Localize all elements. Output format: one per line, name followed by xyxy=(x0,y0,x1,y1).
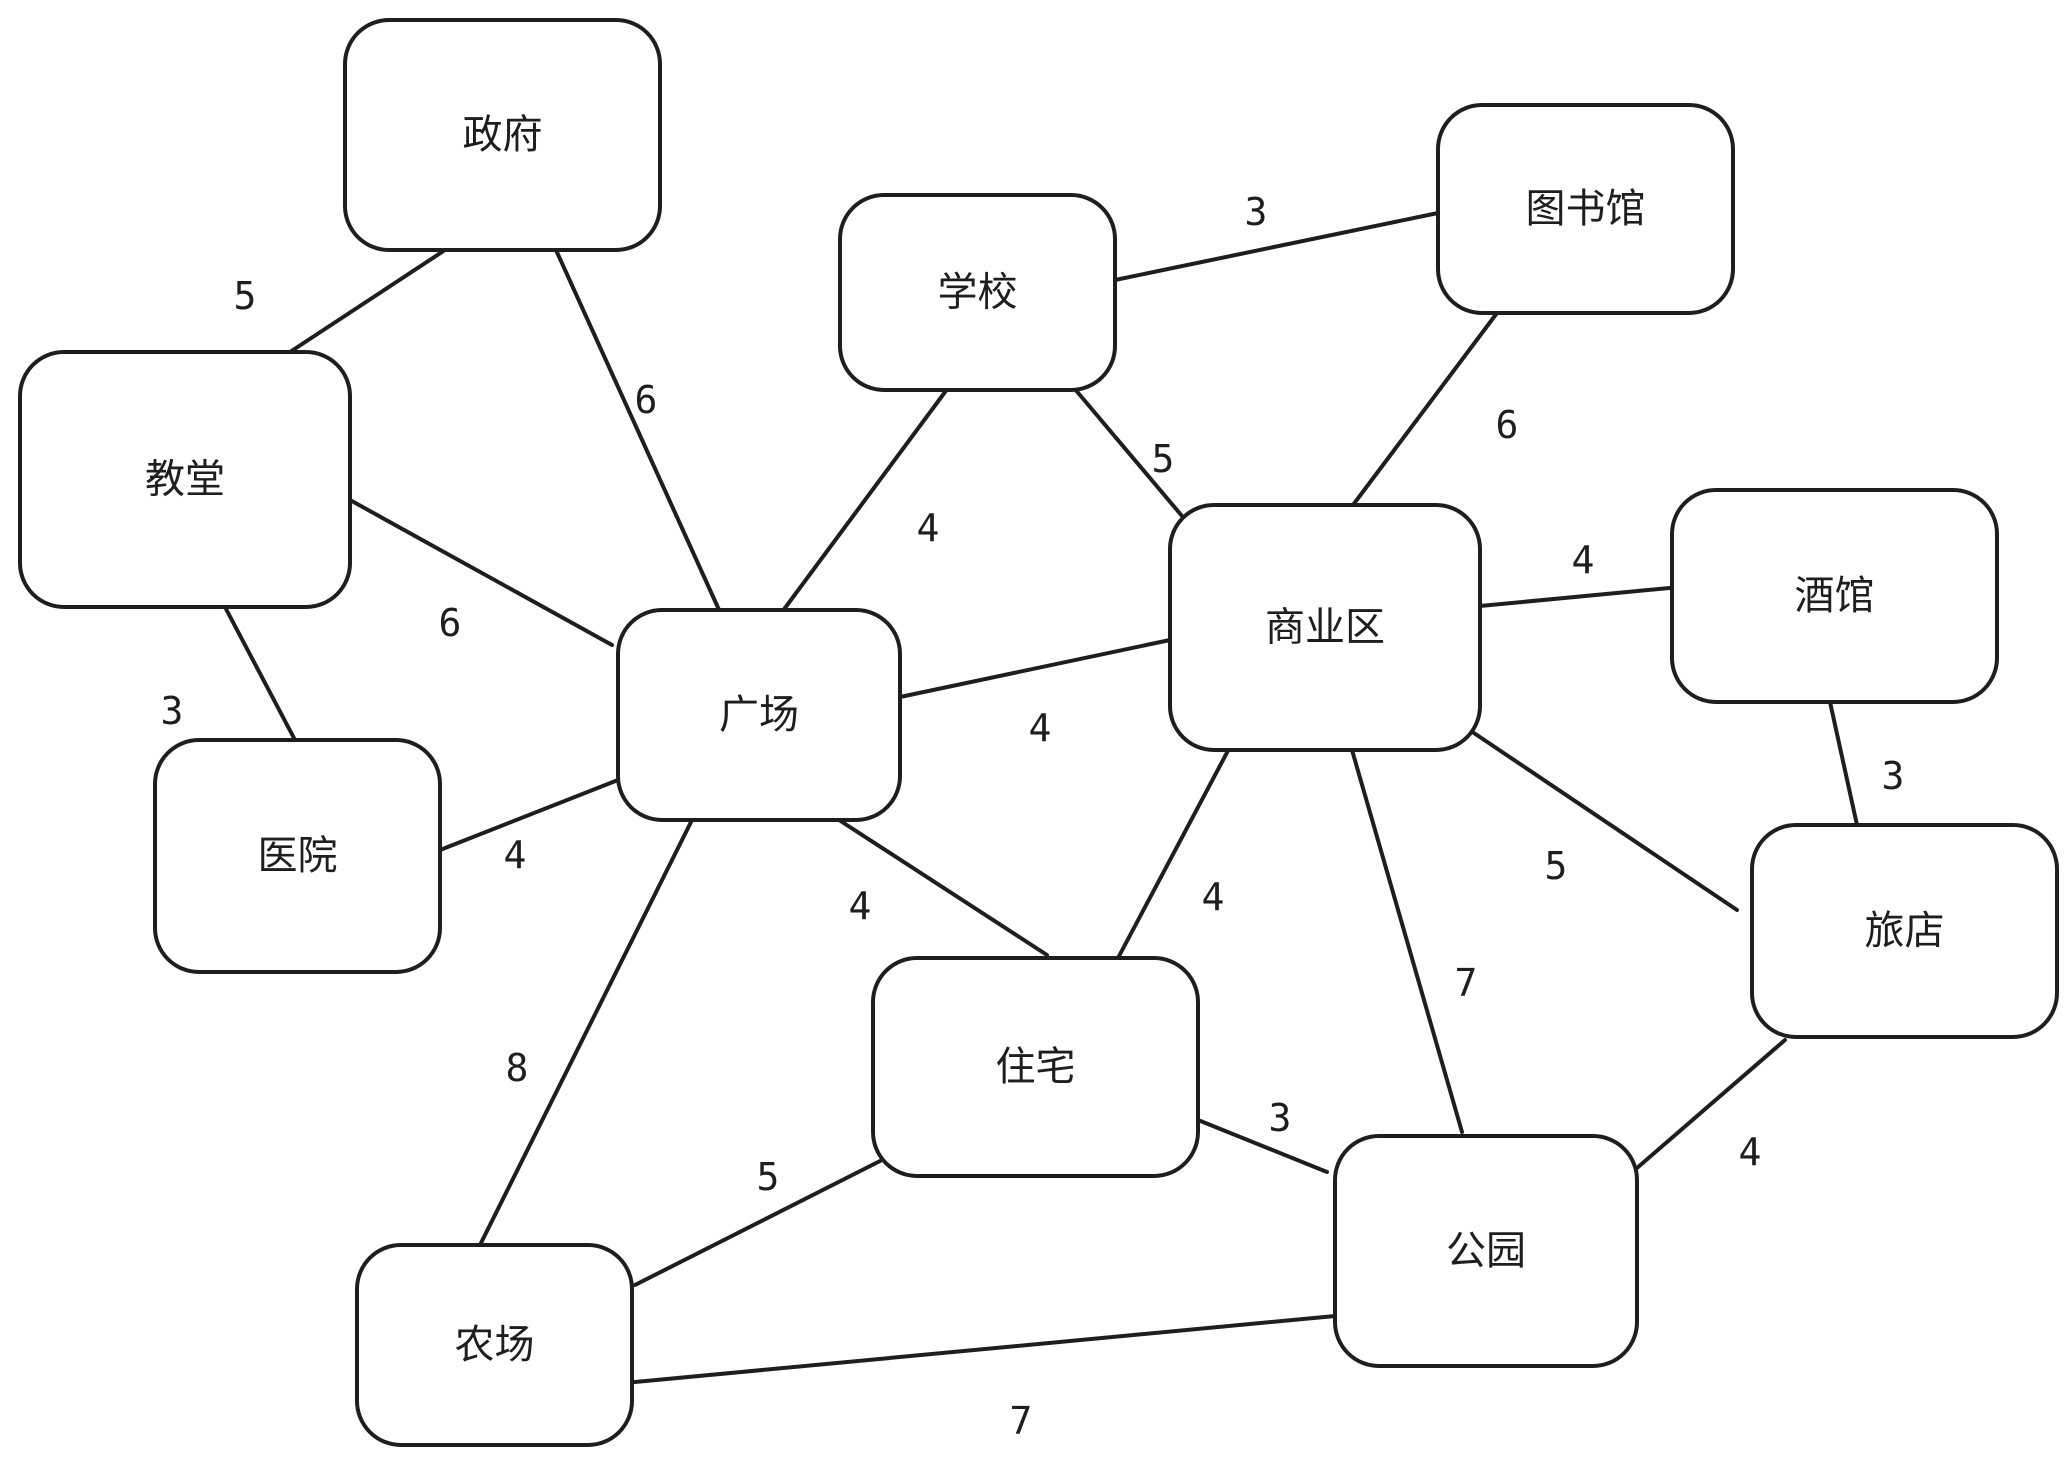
edge-weight-guangchang-nongchang: 8 xyxy=(506,1046,529,1090)
edge-shangyequ-jiuguan xyxy=(1478,585,1682,608)
node-zhengfu[interactable]: 政府 xyxy=(343,18,662,252)
node-label-nongchang: 农场 xyxy=(455,1322,535,1368)
node-label-zhuzhai: 住宅 xyxy=(996,1044,1076,1090)
node-box-guangchang xyxy=(616,608,902,822)
node-nongchang[interactable]: 农场 xyxy=(355,1243,634,1447)
edge-weight-guangchang-zhuzhai: 4 xyxy=(849,884,872,928)
edge-weight-shangyequ-lvdian: 5 xyxy=(1545,844,1568,888)
node-label-jiuguan: 酒馆 xyxy=(1795,573,1875,619)
edge-guangchang-nongchang xyxy=(478,818,694,1247)
node-lvdian[interactable]: 旅店 xyxy=(1750,823,2059,1039)
node-box-xuexiao xyxy=(838,193,1117,392)
node-box-zhengfu xyxy=(343,18,662,252)
edge-zhuzhai-nongchang xyxy=(633,1157,886,1287)
edge-nongchang-gongyuan xyxy=(633,1314,1337,1384)
edge-weight-shangyequ-jiuguan: 4 xyxy=(1572,538,1595,582)
edge-weight-zhuzhai-gongyuan: 3 xyxy=(1269,1096,1292,1140)
node-jiaotang[interactable]: 教堂 xyxy=(18,350,352,609)
node-label-tushuguan: 图书馆 xyxy=(1526,186,1646,232)
edge-lvdian-gongyuan xyxy=(1635,1038,1787,1170)
node-yiyuan[interactable]: 医院 xyxy=(153,738,442,974)
edge-weight-nongchang-gongyuan: 7 xyxy=(1010,1399,1033,1443)
edge-weight-shangyequ-gongyuan: 7 xyxy=(1455,961,1478,1005)
node-xuexiao[interactable]: 学校 xyxy=(838,193,1117,392)
edge-jiuguan-lvdian xyxy=(1828,700,1859,827)
node-box-jiuguan xyxy=(1670,488,1999,704)
node-label-yiyuan: 医院 xyxy=(258,833,338,879)
edge-weight-tushuguan-shangyequ: 6 xyxy=(1496,403,1519,447)
edge-weight-zhengfu-guangchang: 6 xyxy=(635,378,658,422)
edge-shangyequ-gongyuan xyxy=(1350,748,1464,1134)
edge-weight-xuexiao-guangchang: 4 xyxy=(917,506,940,550)
edge-xuexiao-tushuguan xyxy=(1113,211,1440,282)
edge-weight-xuexiao-shangyequ: 5 xyxy=(1152,437,1175,481)
edge-weight-xuexiao-tushuguan: 3 xyxy=(1245,190,1268,234)
edge-weight-guangchang-shangyequ: 4 xyxy=(1029,706,1052,750)
edge-xuexiao-guangchang xyxy=(780,386,950,614)
edge-weight-jiaotang-guangchang: 6 xyxy=(439,601,462,645)
edge-zhengfu-guangchang xyxy=(554,248,722,614)
node-label-zhengfu: 政府 xyxy=(463,112,543,158)
edge-layer xyxy=(223,211,1859,1384)
edge-weight-jiuguan-lvdian: 3 xyxy=(1882,754,1905,798)
node-label-jiaotang: 教堂 xyxy=(145,457,225,503)
weight-layer: 5 6 6 3 4 3 4 5 6 4 4 3 5 4 4 7 8 5 3 4 7 xyxy=(161,190,1905,1443)
node-label-lvdian: 旅店 xyxy=(1865,908,1945,954)
edge-guangchang-zhuzhai xyxy=(834,816,1049,957)
node-zhuzhai[interactable]: 住宅 xyxy=(871,956,1200,1178)
edge-guangchang-shangyequ xyxy=(898,638,1172,699)
node-jiuguan[interactable]: 酒馆 xyxy=(1670,488,1999,704)
edge-xuexiao-shangyequ xyxy=(1072,386,1184,518)
edge-weight-zhuzhai-nongchang: 5 xyxy=(757,1155,780,1199)
node-box-yiyuan xyxy=(153,738,442,974)
node-box-jiaotang xyxy=(18,350,352,609)
node-box-tushuguan xyxy=(1436,103,1735,315)
node-box-shangyequ xyxy=(1168,503,1482,752)
node-box-nongchang xyxy=(355,1243,634,1447)
edge-yiyuan-guangchang xyxy=(438,778,620,852)
edge-jiaotang-yiyuan xyxy=(223,605,297,742)
node-box-lvdian xyxy=(1750,823,2059,1039)
node-tushuguan[interactable]: 图书馆 xyxy=(1436,103,1735,315)
node-shangyequ[interactable]: 商业区 xyxy=(1168,503,1482,752)
edge-weight-zhengfu-jiaotang: 5 xyxy=(234,274,257,318)
edge-weight-shangyequ-zhuzhai: 4 xyxy=(1202,875,1225,919)
node-box-zhuzhai xyxy=(871,956,1200,1178)
edge-zhuzhai-gongyuan xyxy=(1196,1118,1329,1174)
edge-tushuguan-shangyequ xyxy=(1351,311,1499,507)
edge-jiaotang-guangchang xyxy=(348,498,614,647)
node-label-gongyuan: 公园 xyxy=(1446,1228,1526,1274)
edge-zhengfu-jiaotang xyxy=(288,248,447,354)
node-label-guangchang: 广场 xyxy=(719,692,799,738)
edge-shangyequ-lvdian xyxy=(1463,725,1739,912)
node-box-gongyuan xyxy=(1333,1134,1639,1368)
edge-weight-jiaotang-yiyuan: 3 xyxy=(161,689,184,733)
node-label-xuexiao: 学校 xyxy=(938,270,1018,316)
node-guangchang[interactable]: 广场 xyxy=(616,608,902,822)
edge-weight-lvdian-gongyuan: 4 xyxy=(1739,1130,1762,1174)
node-gongyuan[interactable]: 公园 xyxy=(1333,1134,1639,1368)
node-label-shangyequ: 商业区 xyxy=(1265,605,1385,651)
edge-weight-yiyuan-guangchang: 4 xyxy=(504,833,527,877)
edge-shangyequ-zhuzhai xyxy=(1116,743,1233,960)
